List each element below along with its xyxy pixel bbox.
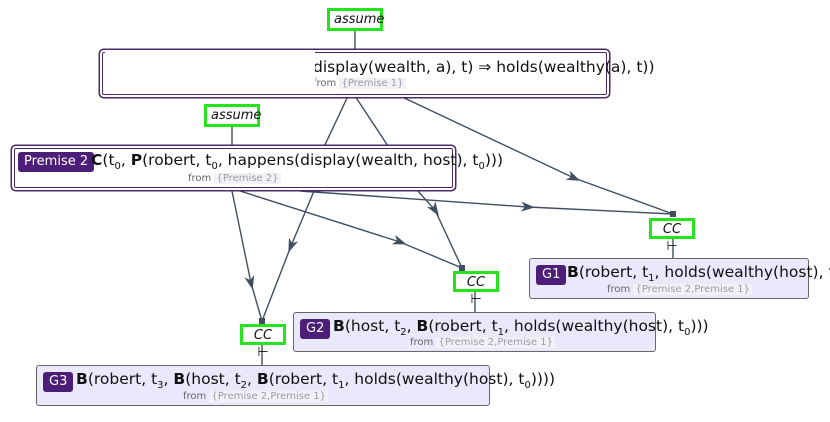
goal-g3-badge: G3 [43,372,74,392]
edge-p1-p2-a [322,95,349,150]
premise-1-formula: display(wealth, a), t) ⇒ holds(wealthy(a… [313,58,655,76]
goal-g3-box[interactable]: G3 B(robert, t3, B(host, t2, B(robert, t… [36,365,555,406]
edge-p1-p2-b [354,95,391,150]
assume-tag[interactable]: assume [204,104,261,127]
edge-p2-cc3-b [261,190,315,322]
edge-p2-cc3-a [231,190,263,322]
junction-dot [459,265,465,271]
goal-g1-box[interactable]: G1 B(robert, t1, holds(wealthy(host), t0… [529,258,830,299]
goal-g2-source: from {Premise 2,Premise 1} [410,337,556,348]
cc-tag[interactable]: CC ⊢ [453,271,499,307]
assume-tag[interactable]: assume [327,8,384,31]
premise-2-badge: Premise 2 [18,152,95,172]
premise-1-source: from {Premise 1} [313,78,406,89]
premise-2-box[interactable]: Premise 2 C(t0, P(robert, t0, happens(di… [14,148,503,188]
goal-g1-formula: B(robert, t1, holds(wealthy(host), t0)) [567,263,830,285]
goal-g3-formula: B(robert, t3, B(host, t2, B(robert, t1, … [76,370,556,392]
edge-p2-cc2 [239,190,463,269]
junction-dot [670,211,676,217]
goal-g3-source: from {Premise 2,Premise 1} [183,391,329,402]
goal-g1-source: from {Premise 2,Premise 1} [607,284,753,295]
premise-2-source: from {Premise 2} [188,173,281,184]
goal-g2-box[interactable]: G2 B(host, t2, B(robert, t1, holds(wealt… [293,312,709,352]
goal-g2-formula: B(host, t2, B(robert, t1, holds(wealthy(… [333,317,709,339]
premise-1-clip [105,52,315,88]
cc-tag[interactable]: CC ⊢ [240,324,286,360]
edge-p2-cc1 [299,190,674,215]
premise-2-formula: C(t0, P(robert, t0, happens(display(weal… [91,151,503,173]
cc-tag[interactable]: CC ⊢ [649,218,695,254]
edge-p1-cc1 [399,95,674,215]
junction-dot [259,318,265,324]
goal-g2-badge: G2 [300,319,331,339]
goal-g1-badge: G1 [536,265,567,285]
